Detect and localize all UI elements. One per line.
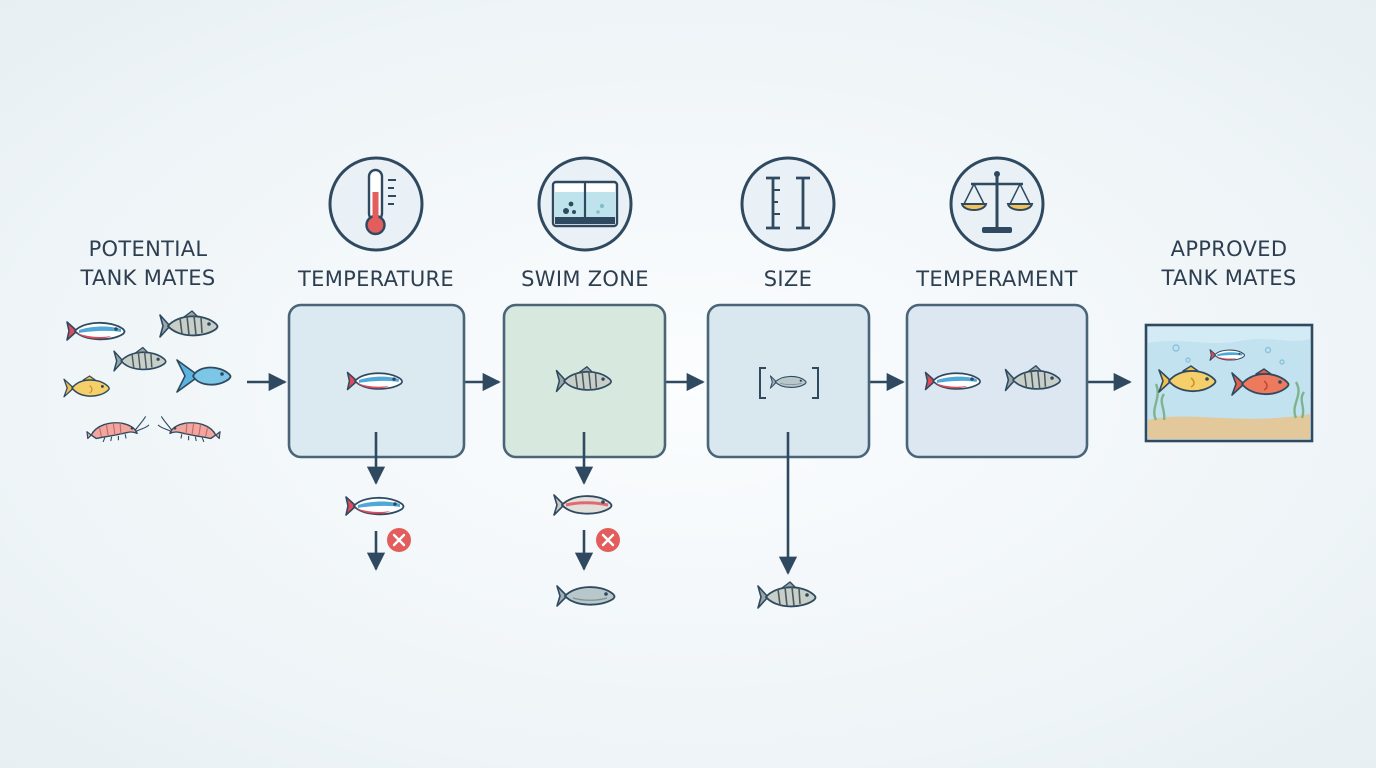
stage-label-size: SIZE: [763, 267, 813, 291]
output-label-line-1: APPROVED: [1170, 237, 1288, 261]
balance-scale-icon: [949, 156, 1045, 252]
input-label-line-1: POTENTIAL: [88, 237, 208, 261]
rejected-neon-tetra-icon: [345, 496, 405, 516]
output-label: APPROVED TANK MATES: [1148, 235, 1310, 293]
rejected-pink-stripe-fish-icon: [552, 493, 613, 517]
gold-fish-icon: [63, 375, 110, 398]
reject-path-swim-zone: [552, 432, 620, 607]
input-label: POTENTIAL TANK MATES: [68, 235, 228, 293]
stage-label-temperament: TEMPERAMENT: [916, 267, 1078, 291]
reject-path-temperature: [345, 432, 411, 571]
stage-box-temperament: [905, 303, 1089, 459]
approved-aquarium: [1144, 323, 1314, 443]
rejected-grey-fish-icon: [556, 585, 616, 607]
rejected-striped-fish-icon: [757, 581, 817, 609]
reject-x-icon: [387, 528, 411, 552]
blue-fish-icon: [176, 359, 232, 393]
size-measure-icon: [759, 367, 819, 399]
shrimp-icon: [86, 415, 150, 443]
swim-zone-icon: [537, 156, 633, 252]
output-label-line-2: TANK MATES: [1161, 266, 1297, 290]
neon-tetra-icon: [66, 321, 126, 341]
potential-fish-cluster: [63, 310, 232, 443]
striped-fish-icon: [113, 346, 167, 372]
thermometer-icon: [328, 156, 424, 252]
stage-label-temperature: TEMPERATURE: [298, 267, 454, 291]
shrimp-icon: [157, 415, 221, 443]
stage-label-swim-zone: SWIM ZONE: [521, 267, 649, 291]
ruler-icon: [740, 156, 836, 252]
input-label-line-2: TANK MATES: [80, 266, 216, 290]
reject-path-size: [757, 432, 817, 609]
reject-x-icon: [596, 528, 620, 552]
striped-fish-icon: [159, 310, 219, 338]
